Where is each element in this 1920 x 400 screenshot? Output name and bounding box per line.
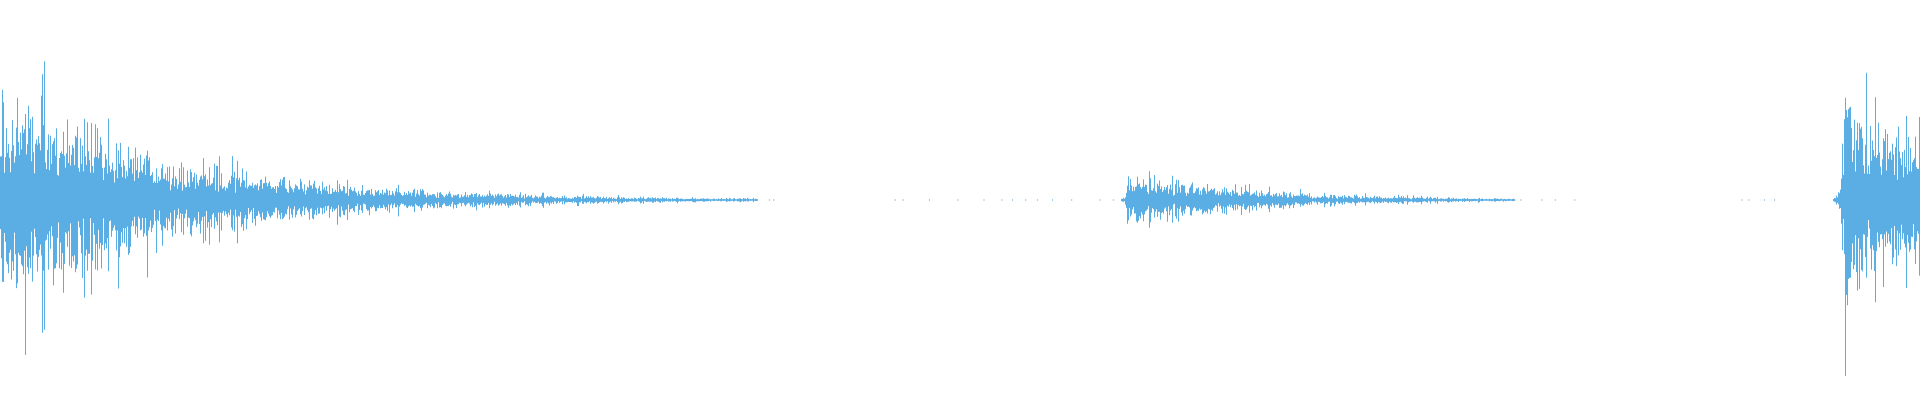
waveform-samples <box>0 61 1920 376</box>
